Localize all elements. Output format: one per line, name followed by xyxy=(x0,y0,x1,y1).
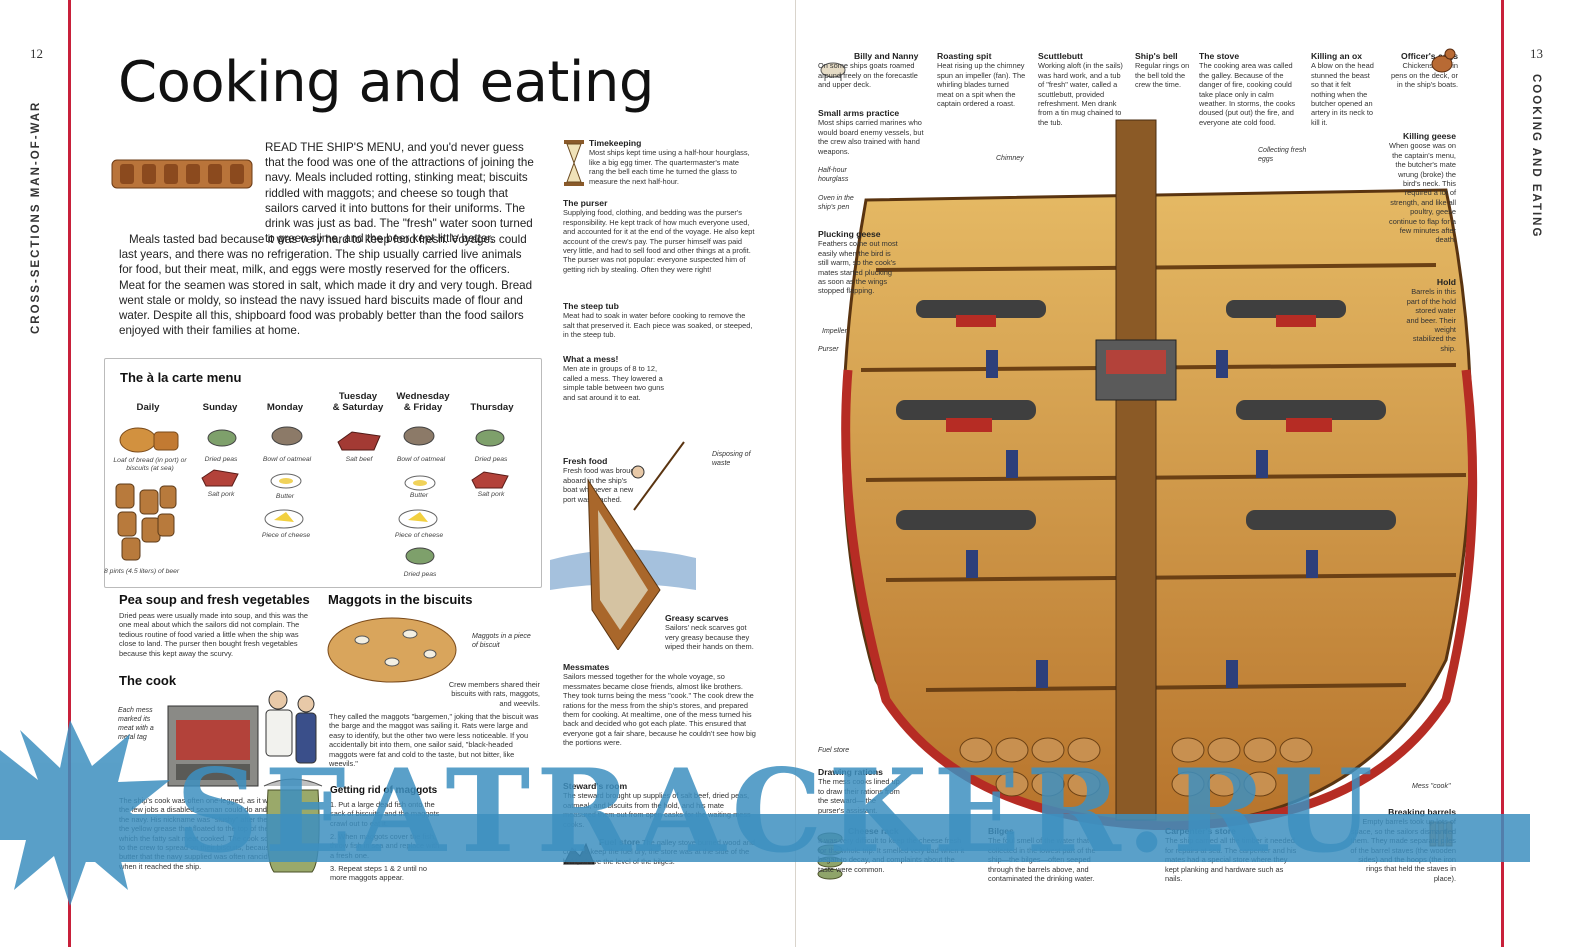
disposing-waste-label: Disposing of waste xyxy=(712,451,751,467)
caption-cheese-monday: Piece of cheese xyxy=(261,532,311,539)
caption-salt-pork-thursday: Salt pork xyxy=(477,491,505,498)
caption-oatmeal-wednesday: Bowl of oatmeal xyxy=(396,456,446,463)
caption-cheese-wednesday: Piece of cheese xyxy=(394,532,444,539)
pea-soup-title: Pea soup and fresh vegetables xyxy=(119,592,310,607)
caption-dried-peas-wednesday: Dried peas xyxy=(403,571,437,578)
intro-paragraph-1-start: READ THE SHIP'S MENU, and you'd never gu… xyxy=(265,141,534,246)
spine-text-right: COOKING AND EATING xyxy=(1530,74,1542,239)
oven-label: Oven in the ship's pen xyxy=(818,195,854,211)
crew-biscuits-caption: Crew members shared their biscuits with … xyxy=(448,680,540,708)
chimney-label: Chimney xyxy=(996,155,1024,162)
page-title: Cooking and eating xyxy=(118,50,654,115)
day-tuesday-saturday: Tuesday & Saturday xyxy=(332,391,384,413)
butter-dish-monday xyxy=(270,473,302,489)
half-hour-hourglass-label: Half-hour hourglass xyxy=(818,167,849,183)
right-margin-rule xyxy=(1501,0,1504,947)
dried-peas-bowl-sunday xyxy=(207,429,237,447)
left-margin-rule xyxy=(68,0,71,947)
cook-meat-tag-callout: Each mess marked its meat with a metal t… xyxy=(118,707,154,741)
caption-salt-beef: Salt beef xyxy=(345,456,373,463)
caption-butter-wednesday: Butter xyxy=(409,492,429,499)
day-sunday: Sunday xyxy=(202,402,238,413)
getting-rid-step-3: 3. Repeat steps 1 & 2 until no more magg… xyxy=(330,864,427,883)
caption-dried-peas-thursday: Dried peas xyxy=(474,456,508,463)
caption-salt-pork-sunday: Salt pork xyxy=(207,491,235,498)
purser-label: Purser xyxy=(818,346,839,353)
beer-barrels-illustration xyxy=(115,483,177,561)
salt-beef-illustration xyxy=(337,431,381,451)
what-a-mess-block: What a mess!Men ate in groups of 8 to 12… xyxy=(563,354,665,402)
day-thursday: Thursday xyxy=(470,402,514,413)
salt-pork-sunday xyxy=(201,469,239,487)
hourglass-icon xyxy=(564,140,584,186)
oatmeal-bowl-wednesday xyxy=(403,426,435,446)
menu-box xyxy=(104,358,542,588)
book-spine xyxy=(795,0,796,947)
oatmeal-bowl-monday xyxy=(271,426,303,446)
bread-illustration xyxy=(119,427,179,453)
maggots-callout: Maggots in a piece of biscuit xyxy=(472,633,531,649)
goat-icon xyxy=(820,62,846,81)
food-banner-illustration xyxy=(111,159,253,189)
fuel-store-label: Fuel store xyxy=(818,747,850,754)
caption-dried-peas-sunday: Dried peas xyxy=(204,456,238,463)
page-number-left: 12 xyxy=(30,46,43,61)
caption-loaf: Loaf of bread (in port) or biscuits (at … xyxy=(113,457,187,472)
watermark-text: SEATRACKER.RU xyxy=(176,744,1379,878)
caption-butter-monday: Butter xyxy=(275,493,295,500)
dried-peas-bowl-thursday xyxy=(475,429,505,447)
caption-beer: 8 pints (4.5 liters) of beer xyxy=(104,568,180,575)
cheese-monday xyxy=(264,509,304,529)
collecting-eggs-label: Collecting fresh eggs xyxy=(1258,147,1307,163)
caption-oatmeal-monday: Bowl of oatmeal xyxy=(262,456,312,463)
spine-text-left: CROSS-SECTIONS MAN-OF-WAR xyxy=(30,100,42,334)
dried-peas-bowl-wednesday xyxy=(405,547,435,565)
menu-title: The à la carte menu xyxy=(120,370,242,385)
cheese-wednesday xyxy=(398,509,438,529)
ship-cross-section-illustration xyxy=(841,119,1478,830)
cook-title: The cook xyxy=(119,673,177,688)
biscuit-illustration xyxy=(327,617,457,683)
ships-boat-illustration xyxy=(550,441,696,650)
day-daily: Daily xyxy=(136,402,160,413)
cook-stove-illustration xyxy=(167,690,317,787)
getting-rid-title: Getting rid of maggots xyxy=(330,785,438,796)
day-monday: Monday xyxy=(266,402,304,413)
day-wednesday-friday: Wednesday & Friday xyxy=(396,391,450,413)
impeller-label: Impeller xyxy=(822,328,847,335)
maggots-text: They called the maggots "bargemen," joki… xyxy=(329,712,539,769)
maggots-title: Maggots in the biscuits xyxy=(328,592,473,607)
intro-paragraph-2: Meals tasted bad because it was very har… xyxy=(119,233,533,338)
page-number-right: 13 xyxy=(1530,46,1543,61)
butter-dish-wednesday xyxy=(404,475,436,491)
salt-pork-thursday xyxy=(471,471,509,489)
chicken-icon xyxy=(1431,48,1456,73)
mess-cook-label: Mess "cook" xyxy=(1412,783,1451,790)
pea-soup-text: Dried peas were usually made into soup, … xyxy=(119,611,308,658)
